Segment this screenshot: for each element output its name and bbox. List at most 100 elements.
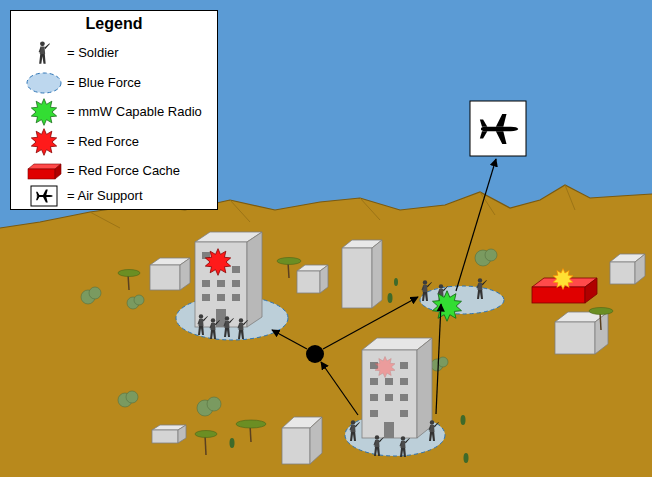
trees-part-part — [438, 357, 448, 367]
trees-part-part — [126, 391, 138, 403]
trees-part-part — [388, 293, 393, 303]
legend-label: = Red Force — [67, 134, 139, 150]
center-blue-force-part — [417, 338, 432, 438]
relay-node — [306, 345, 324, 363]
right-blue-force-part — [433, 291, 462, 321]
right-blue-force-part — [477, 278, 487, 299]
left-blue-force-part — [247, 232, 262, 327]
legend-heading: Legend — [11, 14, 217, 34]
center-blue-force-part-part — [385, 394, 393, 401]
left-blue-force-part — [238, 318, 248, 339]
scenery-boxes-part — [282, 428, 310, 464]
trees-part-part — [230, 438, 235, 448]
scenery-boxes-part — [310, 417, 322, 464]
red-force-cache-part — [585, 278, 597, 303]
legend-icons-part — [31, 99, 56, 126]
scenery-boxes-part — [635, 254, 645, 284]
scenery-boxes-part — [372, 240, 382, 308]
legend-icons-part — [31, 186, 57, 206]
trees-part-part — [464, 453, 469, 463]
left-blue-force-part — [210, 318, 220, 339]
communication-links-part — [436, 304, 441, 414]
trees-part — [118, 258, 613, 456]
left-blue-force-part-part — [217, 294, 225, 301]
trees-part-part — [589, 308, 613, 315]
sky-and-ground-part — [0, 185, 652, 477]
communication-links-part — [321, 362, 358, 415]
center-blue-force-part — [362, 350, 417, 438]
red-force-cache-part — [553, 269, 573, 290]
legend-icons-part — [55, 164, 61, 179]
scenery-boxes-part — [342, 248, 372, 308]
legend-icons-part — [31, 129, 56, 156]
right-blue-force-part — [420, 286, 504, 314]
left-blue-force-part-part — [232, 294, 240, 301]
legend-icons-part — [39, 41, 50, 63]
scenery-boxes-part — [595, 312, 608, 354]
communication-links-part — [456, 159, 496, 291]
trees-part-part — [207, 397, 221, 411]
center-blue-force-part-part — [370, 410, 378, 417]
left-blue-force-part-part — [217, 280, 225, 287]
center-blue-force-part-part — [400, 394, 408, 401]
scenery-boxes-part — [610, 262, 635, 284]
scenery-boxes-part — [180, 258, 190, 290]
left-blue-force-part-part — [232, 280, 240, 287]
scenery-boxes-part — [320, 265, 328, 293]
center-blue-force-part-part — [370, 378, 378, 385]
trees-part-part — [394, 278, 398, 286]
trees-part-part — [134, 295, 144, 305]
scenery-boxes-part — [297, 271, 320, 293]
left-blue-force-part-part — [202, 294, 210, 301]
center-blue-force-part-part — [370, 394, 378, 401]
scenery-boxes-part — [150, 265, 180, 290]
scenery-boxes — [150, 240, 645, 464]
scenery-boxes-part — [555, 322, 595, 354]
center-blue-force-part-part — [400, 362, 408, 369]
air-support-box-part — [480, 114, 518, 144]
trees-part-part — [89, 287, 101, 299]
trees-part — [81, 249, 497, 416]
legend-label: = Soldier — [67, 45, 119, 61]
scenery-boxes-part — [152, 430, 178, 443]
communication-links-part — [323, 297, 418, 349]
left-blue-force-part-part — [202, 280, 210, 287]
center-blue-force-part-part — [385, 378, 393, 385]
left-blue-force-part — [224, 316, 234, 337]
legend-label: = Air Support — [67, 188, 143, 204]
center-blue-force-part — [350, 420, 360, 441]
legend-icons-part — [28, 169, 55, 179]
communication-links — [272, 159, 496, 415]
trees — [81, 249, 613, 463]
air-support-box — [470, 101, 526, 156]
trees-part-part — [195, 431, 217, 438]
center-blue-force-part — [400, 436, 410, 457]
left-blue-force-part — [195, 242, 247, 327]
trees-part-part — [205, 435, 206, 455]
left-blue-force-part — [205, 249, 230, 276]
left-blue-force-part-part — [232, 266, 240, 273]
center-blue-force-part — [374, 435, 384, 456]
legend-label: = mmW Capable Radio — [67, 104, 202, 120]
trees-part-part — [236, 420, 266, 428]
legend-icons-part — [27, 73, 61, 93]
legend-icons-part — [36, 189, 53, 202]
legend-label: = Red Force Cache — [67, 163, 180, 179]
legend-label: = Blue Force — [67, 75, 141, 91]
center-blue-force-part-part — [384, 422, 394, 438]
right-blue-force — [420, 278, 504, 321]
center-blue-force-part-part — [400, 378, 408, 385]
trees-part-part — [118, 270, 140, 277]
trees-part-part — [461, 415, 466, 425]
left-blue-force-part — [198, 314, 208, 335]
right-blue-force-part — [422, 280, 432, 301]
center-blue-force-part — [375, 357, 395, 378]
communication-links-part — [272, 330, 307, 349]
center-blue-force-part-part — [400, 410, 408, 417]
red-force-cache — [532, 269, 597, 303]
trees-part-part — [485, 249, 497, 261]
center-blue-force-part — [429, 420, 439, 441]
left-blue-force — [176, 232, 288, 340]
red-force-cache-part — [532, 287, 585, 303]
